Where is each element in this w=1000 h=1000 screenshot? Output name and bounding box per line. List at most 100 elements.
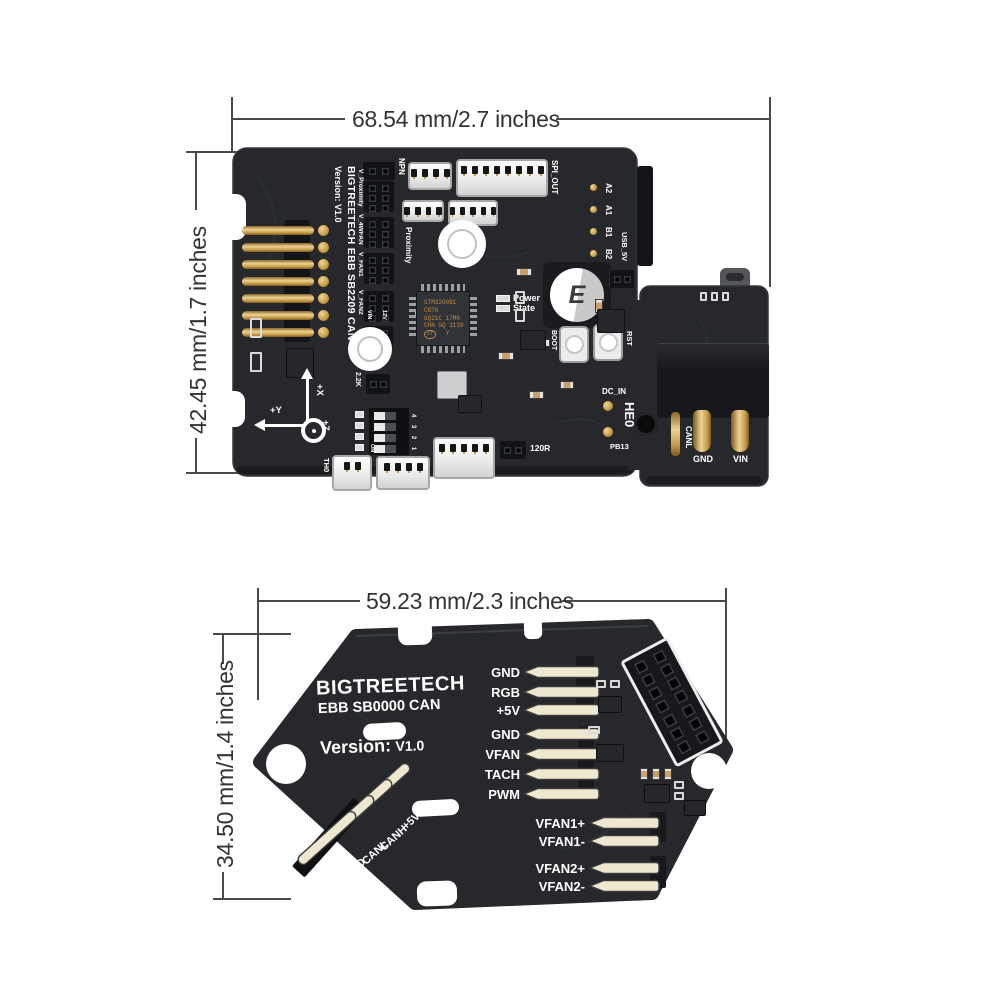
pin-label-gnd2: GND: [491, 727, 520, 742]
axis-y-line: [265, 424, 307, 427]
dim-line: [556, 118, 770, 120]
smd-component: [458, 395, 482, 413]
dim-extension-line: [213, 633, 291, 635]
smd-component: [560, 381, 574, 389]
axis-z-icon: [301, 418, 326, 443]
2k2-label: 2.2K: [354, 372, 361, 387]
v-fan2-header: [363, 290, 395, 323]
pogo-pad: [318, 276, 329, 287]
smd-component: [520, 330, 546, 350]
board2-logo: BIGTREETECH: [315, 672, 466, 700]
chip-marking: Y: [445, 330, 450, 338]
smd-component: [437, 371, 467, 399]
smd-component: [588, 726, 600, 734]
axis-z-label: +Z: [321, 420, 331, 431]
b1-label: B1: [604, 227, 613, 238]
dim-line: [195, 152, 197, 210]
board2-version-label: Version:: [319, 735, 392, 758]
pin-label-5v: +5V: [496, 703, 521, 718]
axis-y-arrow-icon: [254, 419, 265, 431]
pogo-pad: [318, 242, 329, 253]
pogo-pad: [318, 310, 329, 321]
npn-label: NPN: [397, 158, 406, 175]
smd-component: [644, 784, 670, 803]
smd-component: [652, 768, 660, 780]
2k2-header: [365, 373, 391, 395]
capacitor-top: E: [550, 268, 604, 322]
motor-pad: [590, 250, 597, 257]
smd-component: [516, 268, 532, 276]
pin-label-vfan1p: VFAN1+: [535, 816, 586, 831]
pogo-pin: [242, 277, 314, 286]
board1-version-text: Version: V1.0: [333, 166, 343, 223]
v-proximity-header: [363, 180, 395, 213]
smd-component: [498, 352, 514, 360]
proximity-label: Proximity: [404, 227, 413, 264]
v-4wfan-header: [363, 216, 395, 249]
pin-label-pwm: PWM: [488, 787, 520, 802]
pogo-pin: [242, 294, 314, 303]
smd-component: [250, 352, 262, 372]
board1-height-label: 42.45 mm/1.7 inches: [185, 226, 211, 434]
smd-component: [529, 391, 544, 399]
dip-switch-4: [374, 445, 396, 453]
smd-component: [515, 291, 525, 304]
motor-pad: [590, 228, 597, 235]
usb-5v-label: USB_5V: [620, 232, 629, 262]
pogo-pad: [318, 293, 329, 304]
can-power-connector: [657, 343, 769, 418]
npn-header: [362, 161, 396, 181]
dip-number: 2: [410, 435, 417, 440]
dip-pad: [355, 422, 364, 429]
dim-line: [222, 634, 224, 664]
pogo-pin: [242, 311, 314, 320]
th0-connector: [332, 455, 372, 491]
chip-pins: [470, 297, 477, 339]
jst-connector-4pin: [402, 200, 444, 222]
board2-right-pins: [522, 665, 660, 893]
dim-extension-line: [186, 472, 268, 474]
dim-extension-line: [231, 97, 233, 151]
dim-line: [232, 118, 345, 120]
smd-component: [684, 800, 706, 816]
th0-label: TH0: [322, 458, 331, 473]
dip-switch-3: [374, 434, 396, 442]
pogo-pad: [318, 225, 329, 236]
dim-extension-line: [186, 151, 268, 153]
dip-number: 3: [410, 424, 417, 429]
jst-connector-4pin: [408, 162, 452, 190]
smd-component: [597, 309, 625, 333]
state-label: State: [513, 303, 536, 313]
dim-line: [222, 872, 224, 900]
dim-line: [258, 600, 360, 602]
he0-pad: [603, 427, 613, 437]
canl-label: CANL: [684, 426, 693, 449]
chip-marking: STM32G0B1: [424, 299, 457, 306]
he0-pad: [603, 401, 613, 411]
dip-pad: [355, 433, 364, 440]
mounting-hole: [348, 327, 392, 371]
usb-5v-jumper: [609, 269, 635, 289]
smd-component: [250, 318, 262, 338]
dip-numbers: 4 3 2 1: [409, 410, 416, 454]
pogo-pin: [242, 243, 314, 252]
pin-label-vfan1n: VFAN1-: [538, 834, 585, 849]
dim-extension-line: [257, 588, 259, 700]
vin-pin: [731, 410, 749, 452]
120r-label: 120R: [530, 443, 551, 453]
axis-x-arrow-icon: [301, 368, 313, 379]
pogo-pin: [242, 260, 314, 269]
stm32-chip: STM32G0B1 CBT6 GQ21C 17MR CHN GQ 1139 ST…: [416, 291, 470, 346]
pin-label-vfan: VFAN: [485, 747, 520, 762]
pin-label-tach: TACH: [484, 767, 520, 782]
pogo-pin: [242, 226, 314, 235]
v-fan1-header: [363, 252, 395, 285]
dim-line: [562, 600, 726, 602]
state-led: [496, 305, 510, 312]
pogo-pin: [242, 328, 314, 337]
board1-branding: BIGTREETECH EBB SB2209 CAN Version: V1.0: [333, 166, 357, 341]
axis-y-label: +Y: [270, 405, 282, 416]
smd-component: [674, 792, 684, 800]
smd-component: [515, 309, 525, 322]
board1-branding-text: BIGTREETECH EBB SB2209 CAN: [345, 166, 357, 341]
